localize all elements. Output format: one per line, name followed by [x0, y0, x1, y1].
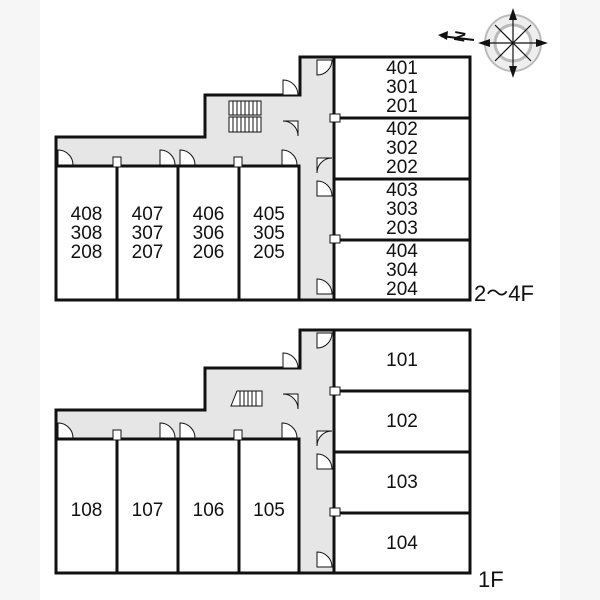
room-104-block	[332, 511, 472, 575]
room-406-block	[176, 164, 241, 302]
room-401-block	[332, 55, 472, 120]
upper-outline	[54, 55, 472, 302]
room-405-block	[237, 164, 301, 302]
upper-corridor-left	[56, 137, 302, 167]
room-105-block	[237, 437, 301, 575]
upper-staircase	[228, 100, 262, 133]
room-103-block	[332, 450, 472, 515]
upper-corridor-vertical	[299, 57, 334, 300]
ground-doors	[57, 332, 341, 568]
room-108-block	[54, 437, 119, 575]
ground-corridor-vertical	[299, 330, 334, 573]
room-404-block	[332, 238, 472, 302]
room-408-block	[54, 164, 119, 302]
room-403-block	[332, 177, 472, 242]
floor-label-ground: 1F	[478, 567, 504, 592]
room-101-block	[332, 328, 472, 393]
room-407-block	[115, 164, 180, 302]
room-106-block	[176, 437, 241, 575]
upper-doors	[57, 59, 341, 295]
floor-label-upper: 2～4F	[474, 281, 534, 306]
room-402-block	[332, 116, 472, 181]
ground-staircase	[230, 390, 263, 407]
compass-rose-icon	[438, 8, 548, 78]
ground-floor-plan	[54, 328, 472, 575]
upper-floor-plan	[54, 55, 472, 302]
ground-outline	[54, 328, 472, 575]
room-102-block	[332, 389, 472, 454]
room-107-block	[115, 437, 180, 575]
ground-corridor-left	[56, 410, 302, 440]
